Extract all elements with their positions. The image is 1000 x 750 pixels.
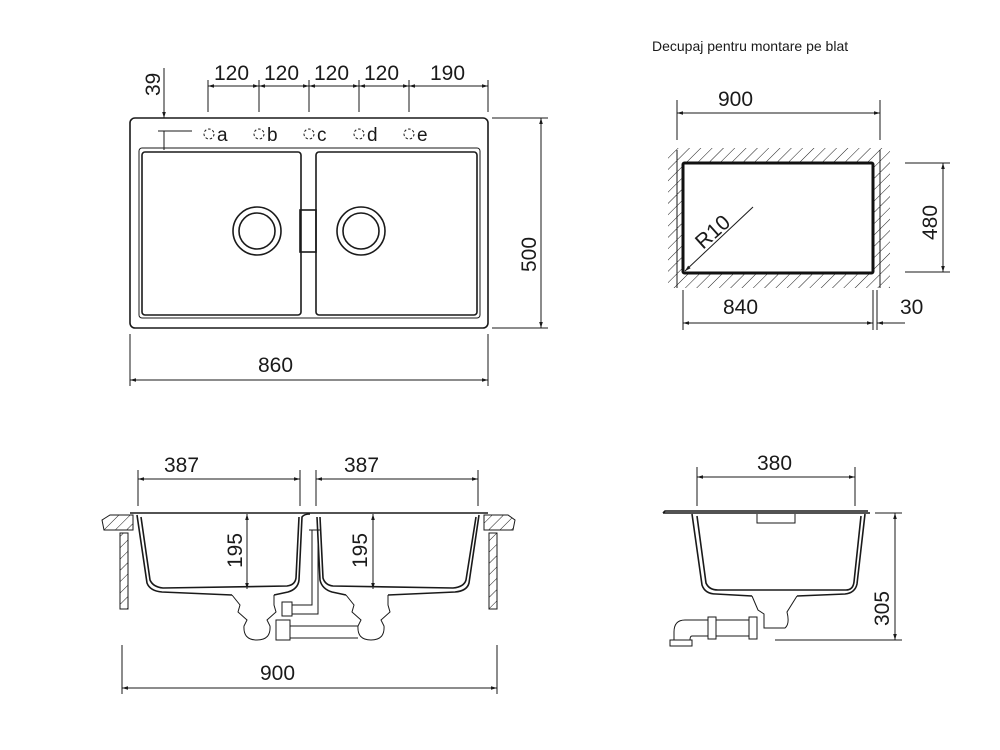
side-view: 380 305 — [662, 452, 902, 647]
dim-cutout-480: 480 — [919, 205, 942, 240]
countertop-left — [101, 514, 134, 610]
dim-side-305: 305 — [871, 591, 894, 626]
dim-height-500: 500 — [518, 237, 541, 272]
svg-text:a: a — [217, 125, 228, 146]
right-drain-icon — [336, 206, 386, 256]
hole-spacing-2: 120 — [264, 62, 299, 85]
bowl-depth-right: 195 — [349, 533, 372, 568]
dim-side-380: 380 — [757, 452, 792, 475]
side-rim — [662, 510, 870, 514]
svg-text:e: e — [417, 125, 428, 146]
hole-spacing-3: 120 — [314, 62, 349, 85]
left-bowl-profile — [136, 513, 311, 596]
right-bowl — [315, 151, 478, 316]
dim-total-900: 900 — [260, 662, 295, 685]
side-siphon-icon — [669, 595, 798, 647]
dim-cutout-840: 840 — [723, 296, 758, 319]
countertop-right — [483, 514, 516, 610]
dim-width-860: 860 — [258, 354, 293, 377]
sink-outline — [129, 117, 489, 329]
tap-hole-c: c — [303, 125, 327, 146]
hole-spacing-5: 190 — [430, 62, 465, 85]
hole-spacing-4: 120 — [364, 62, 399, 85]
cutout-title: Decupaj pentru montare pe blat — [652, 38, 848, 54]
side-bowl-profile — [691, 513, 866, 597]
top-view: 39 120 120 120 120 190 a b c d e 500 860 — [129, 62, 548, 386]
dim-cutout-900: 900 — [718, 88, 753, 111]
cutout-view: Decupaj pentru montare pe blat 900 R10 4… — [652, 38, 950, 330]
tap-hole-b: b — [253, 125, 278, 146]
tap-hole-d: d — [353, 125, 378, 146]
dim-39: 39 — [142, 73, 165, 96]
hole-spacing-1: 120 — [214, 62, 249, 85]
bowl-depth-left: 195 — [224, 533, 247, 568]
cutout-rect — [681, 161, 875, 275]
tap-hole-a: a — [203, 125, 228, 146]
svg-text:b: b — [267, 125, 278, 146]
tap-hole-e: e — [403, 125, 428, 146]
dim-cutout-30: 30 — [900, 296, 923, 319]
siphon-icon — [231, 529, 391, 641]
left-bowl — [141, 151, 302, 316]
svg-text:d: d — [367, 125, 378, 146]
bowl-width-right: 387 — [344, 454, 379, 477]
svg-text:c: c — [317, 125, 327, 146]
bowl-width-left: 387 — [164, 454, 199, 477]
overflow — [299, 209, 317, 253]
front-view: 387 387 195 195 900 — [101, 454, 516, 694]
left-drain-icon — [232, 206, 282, 256]
